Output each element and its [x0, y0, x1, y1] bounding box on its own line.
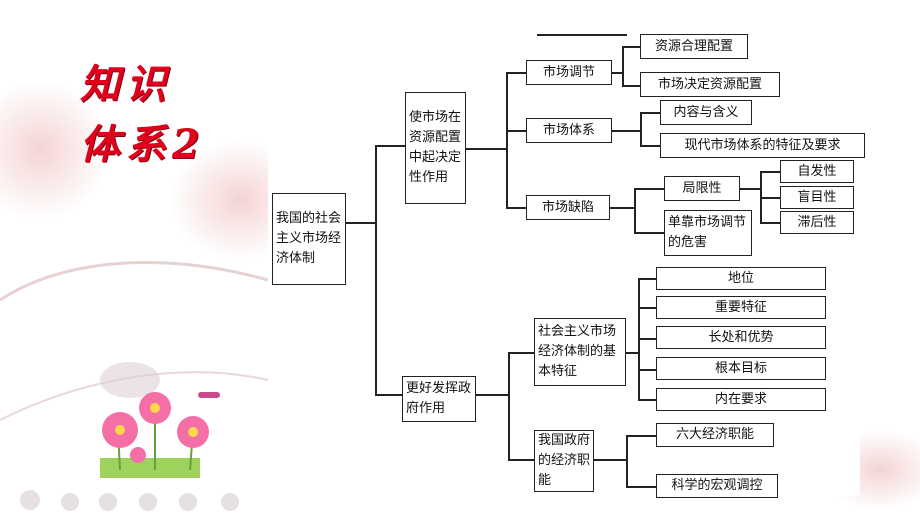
connector — [638, 369, 656, 371]
connector — [375, 145, 377, 395]
connector — [622, 46, 624, 86]
connector — [622, 46, 640, 48]
connector — [622, 85, 640, 87]
leaf-inherent-requirement: 内在要求 — [656, 388, 826, 411]
connector — [740, 188, 760, 190]
connector — [506, 130, 526, 132]
connector — [476, 394, 508, 396]
node-market-system: 市场体系 — [526, 118, 612, 143]
connector — [640, 112, 660, 114]
connector — [638, 399, 656, 401]
node-market-regulation: 市场调节 — [526, 60, 612, 85]
connector — [634, 188, 664, 190]
leaf-market-danger: 单靠市场调节的危害 — [664, 210, 752, 256]
connector — [508, 459, 534, 461]
root-node: 我国的社会主义市场经济体制 — [272, 193, 346, 285]
connector — [375, 145, 405, 147]
connector — [506, 72, 526, 74]
connector — [634, 232, 664, 234]
leaf-fundamental-goal: 根本目标 — [656, 357, 826, 380]
connector — [638, 278, 656, 280]
leaf-content-meaning: 内容与含义 — [660, 100, 752, 125]
leaf-macro-control: 科学的宏观调控 — [656, 474, 778, 498]
top-line — [537, 34, 627, 36]
connector — [506, 72, 508, 208]
connector — [640, 145, 660, 147]
leaf-status: 地位 — [656, 267, 826, 290]
connector — [508, 352, 510, 460]
node-economic-functions: 我国政府的经济职能 — [534, 430, 594, 492]
branch-market-role: 使市场在资源配置中起决定性作用 — [405, 92, 466, 204]
connector — [640, 112, 642, 146]
connector — [375, 394, 405, 396]
connector — [610, 207, 635, 209]
connector — [638, 307, 656, 309]
connector — [760, 222, 780, 224]
leaf-spontaneity: 自发性 — [780, 160, 854, 183]
faded-butterfly-shape — [100, 362, 160, 398]
leaf-strengths: 长处和优势 — [656, 326, 826, 349]
leaf-market-decides: 市场决定资源配置 — [640, 72, 780, 97]
connector — [760, 197, 780, 199]
node-basic-features: 社会主义市场经济体制的基本特征 — [534, 318, 626, 386]
node-market-defects: 市场缺陷 — [526, 195, 610, 220]
connector — [760, 171, 780, 173]
leaf-blindness: 盲目性 — [780, 186, 854, 209]
connector — [638, 338, 656, 340]
connector — [346, 222, 376, 224]
connector — [626, 435, 628, 487]
faded-circles — [20, 490, 239, 511]
connector — [594, 459, 626, 461]
title-line-1: 知识 — [80, 61, 172, 108]
connector — [626, 486, 656, 488]
leaf-lag: 滞后性 — [780, 211, 854, 234]
connector — [508, 352, 534, 354]
faded-flower-shape — [0, 80, 110, 220]
connector — [612, 72, 622, 74]
connector — [634, 188, 636, 233]
connector — [612, 130, 640, 132]
connector — [506, 207, 526, 209]
leaf-key-features: 重要特征 — [656, 296, 826, 319]
branch-government-role: 更好发挥政府作用 — [402, 376, 476, 422]
connector — [626, 352, 638, 354]
leaf-resource-allocation: 资源合理配置 — [640, 34, 748, 59]
connector — [626, 435, 656, 437]
node-limitation: 局限性 — [664, 176, 740, 201]
flower-cluster-icon — [100, 392, 220, 478]
leaf-six-functions: 六大经济职能 — [656, 423, 774, 447]
title-line-2: 体系2 — [80, 121, 206, 168]
connector — [466, 148, 506, 150]
leaf-modern-market-system: 现代市场体系的特征及要求 — [660, 133, 865, 158]
